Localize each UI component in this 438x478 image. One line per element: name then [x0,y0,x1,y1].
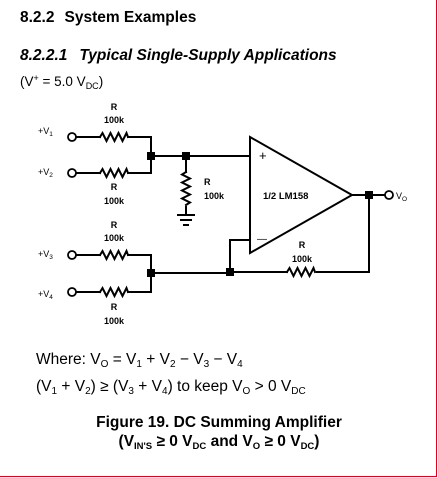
plus-input-sign: + [259,148,267,163]
junction-dot [147,269,155,277]
terminal-v3 [67,250,77,260]
figure-caption-title: Figure 19. DC Summing Amplifier [96,414,342,431]
eq2-part: + V [57,378,86,395]
eq1-sub: 4 [237,359,243,370]
caption-sub: DC [300,441,315,452]
section-number: 8.2.2 [20,9,55,26]
wire-v2 [75,155,152,174]
terminal-v4 [67,287,77,297]
eq1-part: Where: V [36,351,101,368]
eq2-sub: 4 [162,386,168,397]
resistor-rfb [285,265,317,279]
subsection-number: 8.2.2.1 [20,47,68,64]
eq1-part: − V [175,351,204,368]
eq2-part: (V [36,378,52,395]
resistor-r1 [98,130,130,144]
input-v4-label: +V4 [38,289,53,301]
eq2-sub: 3 [128,386,134,397]
input-v3-label: +V3 [38,249,53,261]
minus-input-sign: — [257,234,267,245]
junction-dot [147,152,155,160]
ground-symbol [177,214,195,226]
circuit-schematic: R 100k R 100k R 100k R 100k R 100k R 100… [38,102,407,326]
junction-dot [182,152,190,160]
output-vo-label: VO [396,191,407,203]
eq1-sub: 3 [203,359,210,370]
resistor-rgnd [179,170,193,207]
input-v1-label: +V1 [38,126,53,138]
junction-dot [226,268,234,276]
caption-part: ≥ 0 V [152,433,193,450]
r4-name: R [111,302,118,312]
equation-sum: Where: VO = V1 + V2 − V3 − V4 [36,351,243,370]
eq2-sub: DC [291,386,306,397]
r1-name: R [111,102,118,112]
section-title: System Examples [64,9,197,26]
supply-condition: (V+ = 5.0 VDC) [20,73,103,91]
rfb-name: R [299,240,306,250]
wire-v1 [75,136,152,157]
wire-v3 [75,254,152,274]
eq2-part: > 0 V [250,378,292,395]
supply-close: ) [98,74,104,89]
supply-open: (V [20,74,34,89]
section-heading: 8.2.2 System Examples [20,9,196,27]
r2-value: 100k [104,196,125,206]
eq1-part: − V [209,351,238,368]
wire-feedback [229,194,370,273]
opamp-label: 1/2 LM158 [263,191,308,202]
wire-minus-node [150,271,231,274]
eq1-sub: 1 [136,359,142,370]
subsection-title: Typical Single-Supply Applications [79,47,337,64]
caption-part: ) [314,433,320,450]
input-v2-label: +V2 [38,167,53,179]
caption-sub: DC [192,441,207,452]
eq1-part: = V [108,351,137,368]
supply-value: = 5.0 V [38,74,86,89]
r3-value: 100k [104,233,125,243]
supply-sup: + [33,73,39,83]
r4-value: 100k [104,316,125,326]
terminal-v2 [67,168,77,178]
r3-name: R [111,220,118,230]
caption-part: and V [206,433,253,450]
eq2-part: ) to keep V [167,378,243,395]
eq2-part: + V [133,378,162,395]
caption-part: (V [118,433,135,450]
eq2-sub: O [242,386,251,397]
eq2-part: ) ≥ (V [90,378,129,395]
rgnd-value: 100k [204,191,225,201]
supply-unit-sub: DC [85,81,99,91]
equation-condition: (V1 + V2) ≥ (V3 + V4) to keep VO > 0 VDC [36,378,306,397]
junction-dot [365,191,373,199]
caption-sub: O [252,441,261,452]
rfb-value: 100k [292,254,313,264]
terminal-vo [384,190,394,200]
caption-part: ≥ 0 V [260,433,301,450]
resistor-r2 [98,166,130,180]
eq1-sub: 2 [169,359,176,370]
r1-value: 100k [104,115,125,125]
eq2-sub: 2 [85,386,91,397]
opamp-triangle [249,135,355,255]
r2-name: R [111,182,118,192]
eq2-sub: 1 [51,386,58,397]
subsection-heading: 8.2.2.1 Typical Single-Supply Application… [20,47,337,65]
terminal-v1 [67,132,77,142]
wire-v4 [75,272,152,293]
eq1-part: + V [141,351,170,368]
resistor-r3 [98,248,130,262]
caption-sub: IN'S [134,441,153,452]
figure-caption-condition: (VIN'S ≥ 0 VDC and VO ≥ 0 VDC) [0,433,438,452]
rgnd-name: R [204,177,211,187]
resistor-r4 [98,285,130,299]
eq1-sub: O [100,359,109,370]
